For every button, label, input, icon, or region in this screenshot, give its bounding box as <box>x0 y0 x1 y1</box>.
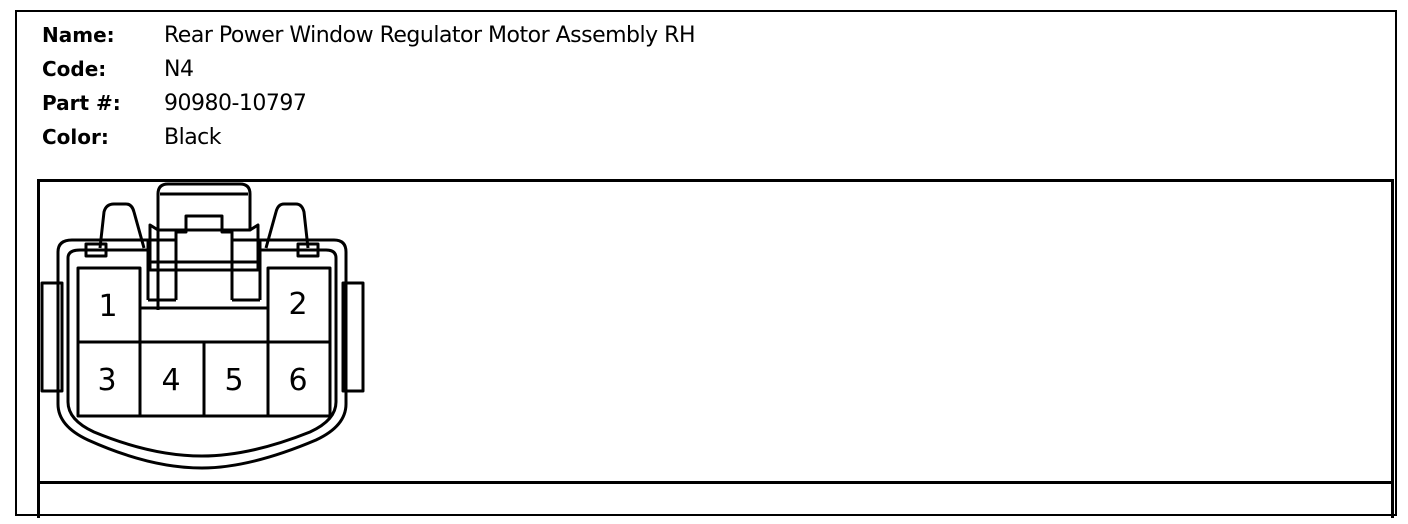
housing-outline <box>56 238 348 470</box>
part-value: 90980-10797 <box>164 90 307 116</box>
right-lock-tab <box>264 202 310 249</box>
code-row: Code: N4 <box>42 52 695 86</box>
diagram-bottom-divider <box>37 481 1392 484</box>
right-side-tab <box>341 281 365 393</box>
name-label: Name: <box>42 23 115 47</box>
name-row: Name: Rear Power Window Regulator Motor … <box>42 18 695 52</box>
pin-label-3: 3 <box>97 363 116 398</box>
connector-info-frame <box>15 10 1397 516</box>
latch-top <box>156 182 252 232</box>
right-lock-notch <box>296 242 320 258</box>
name-value: Rear Power Window Regulator Motor Assemb… <box>164 22 695 48</box>
connector-diagram-box <box>37 179 1394 518</box>
pin-label-4: 4 <box>161 363 180 398</box>
code-value: N4 <box>164 56 194 82</box>
pin-label-1: 1 <box>98 289 117 324</box>
pin-label-5: 5 <box>224 363 243 398</box>
color-label: Color: <box>42 125 109 149</box>
left-side-tab <box>40 281 64 393</box>
code-label: Code: <box>42 57 107 81</box>
color-value: Black <box>164 124 222 150</box>
part-row: Part #: 90980-10797 <box>42 86 695 120</box>
pin-label-2: 2 <box>288 287 307 322</box>
latch-arms <box>148 223 260 310</box>
connector-info: Name: Rear Power Window Regulator Motor … <box>42 18 695 154</box>
latch-center-key <box>174 214 234 240</box>
key-channel-inner <box>146 238 262 302</box>
pin-cavity-6 <box>266 340 332 418</box>
housing-inner-outline <box>66 248 338 458</box>
pin-label-6: 6 <box>288 363 307 398</box>
part-label: Part #: <box>42 91 121 115</box>
left-lock-tab <box>98 202 146 249</box>
left-lock-notch <box>84 242 108 258</box>
color-row: Color: Black <box>42 120 695 154</box>
